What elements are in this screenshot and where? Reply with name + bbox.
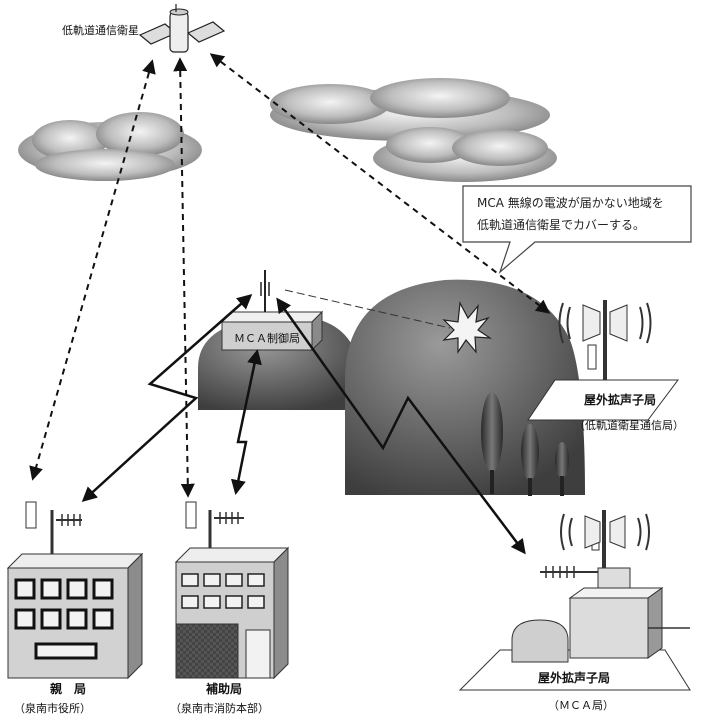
mca-control-label: ＭＣＡ制御局 xyxy=(234,331,300,345)
parent-station-sub: （泉南市役所） xyxy=(14,702,91,715)
outdoor-mca-title: 屋外拡声子局 xyxy=(538,671,611,685)
outdoor-speaker-station-satellite xyxy=(527,300,679,421)
mca-links xyxy=(81,294,526,555)
auxiliary-station-title: 補助局 xyxy=(206,682,243,696)
satellite-label: 低軌道通信衛星 xyxy=(62,24,139,37)
auxiliary-station-sub: （泉南市消防本部） xyxy=(170,702,269,715)
satellite-icon xyxy=(138,4,226,53)
callout-line-2: 低軌道通信衛星でカバーする。 xyxy=(477,218,646,232)
outdoor-satellite-sub: （低軌道衛星通信局） xyxy=(574,419,684,432)
parent-station-title: 親 局 xyxy=(50,682,87,696)
callout-line-1: MCA 無線の電波が届かない地域を xyxy=(477,196,664,210)
callout-text: MCA 無線の電波が届かない地域を 低軌道通信衛星でカバーする。 xyxy=(463,186,691,242)
fire-dept-building xyxy=(174,501,290,680)
outdoor-mca-sub: （ＭＣＡ局） xyxy=(548,699,614,712)
satellite-links xyxy=(29,53,551,498)
outdoor-satellite-title: 屋外拡声子局 xyxy=(584,393,657,407)
cloud-right-lower xyxy=(373,127,557,182)
outdoor-speaker-station-mca xyxy=(458,510,691,691)
cloud-left xyxy=(18,112,202,181)
city-hall-building xyxy=(6,501,144,680)
